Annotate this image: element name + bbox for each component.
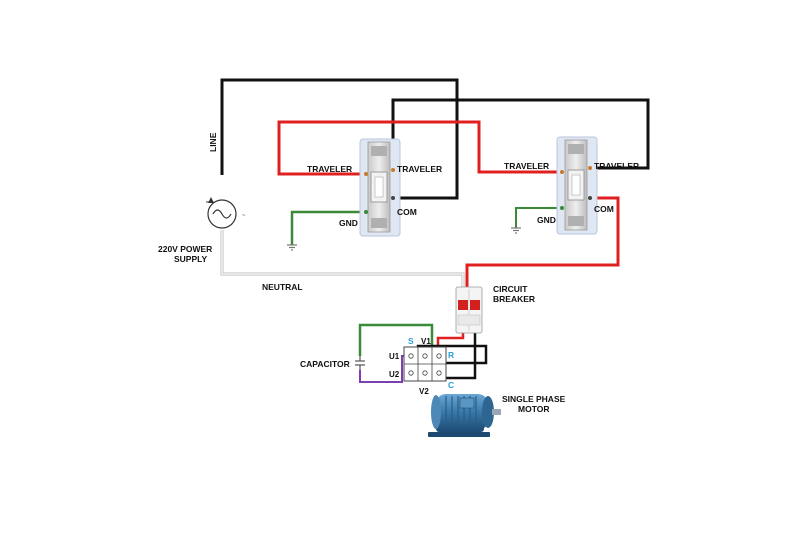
circuit-breaker xyxy=(455,286,483,334)
gnd-wire-2 xyxy=(515,207,560,228)
power-supply: ~ xyxy=(206,197,246,229)
switch2-com-label: COM xyxy=(594,204,614,214)
capacitor-wire-purple xyxy=(359,355,410,383)
switch1-traveler-right-label: TRAVELER xyxy=(397,164,442,174)
breaker-label-1: CIRCUIT xyxy=(493,284,528,294)
three-way-switch-2 xyxy=(556,136,598,235)
switch2-traveler-left-label: TRAVELER xyxy=(504,161,549,171)
c-terminal-label: C xyxy=(448,380,454,390)
ground-symbol-1 xyxy=(287,244,297,251)
traveler-wire-black xyxy=(391,98,650,170)
three-way-switch-1 xyxy=(359,138,401,237)
switch1-com-label: COM xyxy=(397,207,417,217)
ground-symbol-2 xyxy=(511,227,521,234)
power-supply-label-2: SUPPLY xyxy=(174,254,208,264)
gnd-wire-1 xyxy=(290,210,364,245)
capacitor-label: CAPACITOR xyxy=(300,359,350,369)
neutral-label: NEUTRAL xyxy=(262,282,303,292)
u1-label: U1 xyxy=(389,352,400,361)
svg-text:~: ~ xyxy=(242,213,246,219)
breaker-to-c-wire xyxy=(437,333,477,380)
capacitor-symbol xyxy=(355,356,365,370)
capacitor-wire-green xyxy=(358,323,434,356)
neutral-wire xyxy=(220,230,465,287)
s-terminal-label: S xyxy=(408,336,414,346)
breaker-label-2: BREAKER xyxy=(493,294,535,304)
r-terminal-label: R xyxy=(448,350,454,360)
line-label: LINE xyxy=(208,132,218,152)
line-wire xyxy=(220,78,459,200)
switch1-gnd-label: GND xyxy=(339,218,358,228)
neutral-wire-inner xyxy=(221,230,464,287)
power-supply-label-1: 220V POWER xyxy=(158,244,212,254)
motor-label-1: SINGLE PHASE xyxy=(502,394,566,404)
switch2-traveler-right-label: TRAVELER xyxy=(594,161,639,171)
v1-label: V1 xyxy=(421,337,431,346)
single-phase-motor-icon xyxy=(428,394,501,437)
traveler-wire-red xyxy=(277,120,560,176)
v2-label: V2 xyxy=(419,387,429,396)
u2-label: U2 xyxy=(389,370,400,379)
switch1-traveler-left-label: TRAVELER xyxy=(307,164,352,174)
motor-label-2: MOTOR xyxy=(518,404,549,414)
switch2-com-wire xyxy=(465,196,620,287)
switch2-gnd-label: GND xyxy=(537,215,556,225)
motor-terminal-block xyxy=(403,346,447,382)
